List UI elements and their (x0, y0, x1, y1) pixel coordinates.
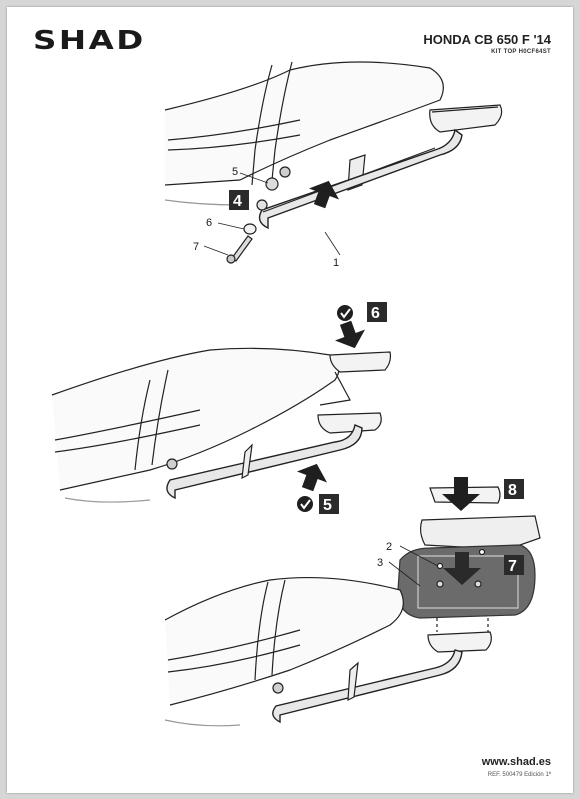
check-icon (337, 305, 353, 321)
callout-3: 3 (377, 557, 383, 569)
down-arrow-icon (442, 477, 480, 511)
svg-text:7: 7 (508, 558, 517, 575)
brand-logo: SHAD (33, 26, 146, 56)
step-8-badge: 8 (504, 479, 524, 499)
reference: REF. 500479 Edición 1ª (487, 772, 551, 778)
step-4-badge: 4 (229, 190, 249, 210)
down-arrow-icon (443, 552, 481, 585)
svg-text:8: 8 (508, 482, 517, 499)
step-6-badge: 6 (367, 302, 387, 322)
callout-7: 7 (193, 241, 199, 253)
step-5-badge: 5 (319, 494, 339, 514)
callout-2: 2 (386, 541, 392, 553)
panel-1-illustration (164, 61, 503, 264)
svg-text:6: 6 (371, 305, 380, 322)
panel-2-illustration (51, 347, 392, 503)
down-arrow-icon (334, 320, 366, 349)
panel-3-illustration (164, 486, 541, 727)
up-arrow-icon (308, 180, 340, 209)
callout-5: 5 (232, 166, 238, 178)
svg-text:4: 4 (233, 193, 242, 210)
step-7-badge: 7 (504, 555, 524, 575)
kit-code: KIT TOP H0CF64ST (491, 49, 551, 55)
website: www.shad.es (481, 756, 551, 768)
model-title: HONDA CB 650 F '14 (423, 32, 551, 47)
callout-6: 6 (206, 217, 212, 229)
up-arrow-icon (296, 463, 328, 492)
check-icon (297, 496, 313, 512)
callout-1: 1 (333, 257, 339, 269)
svg-text:5: 5 (323, 497, 332, 514)
